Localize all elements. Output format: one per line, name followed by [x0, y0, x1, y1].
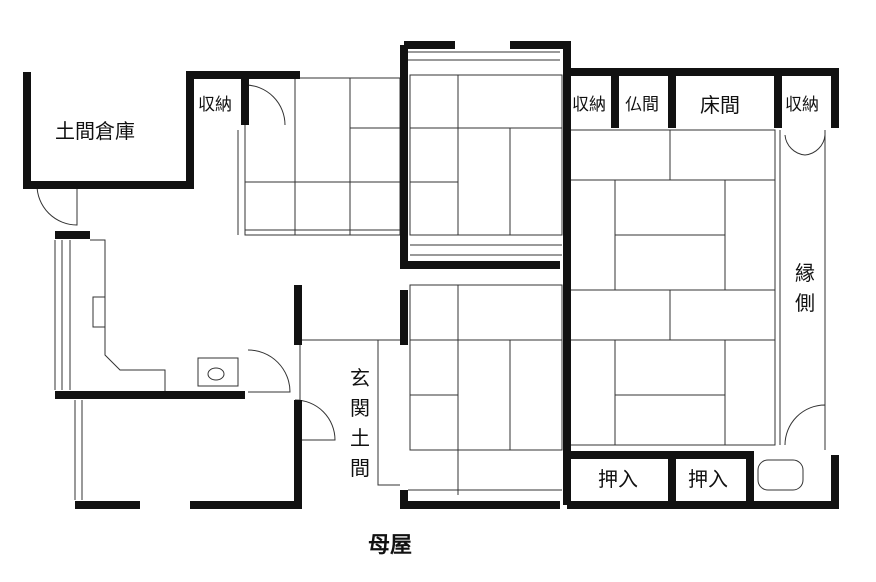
- room-label-butsuma: 仏間: [625, 95, 659, 115]
- room-label-engawa-2: 側: [795, 291, 815, 315]
- room-label-genkan-2: 関: [350, 396, 370, 420]
- room-label-genkan-1: 玄: [350, 366, 370, 390]
- room-label-shuno-right1: 収納: [572, 95, 606, 115]
- room-label-genkan-4: 間: [350, 456, 370, 480]
- room-label-shuno-right2: 収納: [785, 95, 819, 115]
- room-label-tokonoma: 床間: [700, 93, 740, 117]
- thin-lines: [54, 51, 826, 500]
- plan-title: 母屋: [368, 533, 412, 558]
- room-label-engawa-1: 縁: [795, 261, 815, 285]
- room-label-shuno-left: 収納: [198, 95, 232, 115]
- room-label-genkan-3: 土: [350, 426, 370, 450]
- room-label-oshiire2: 押入: [688, 467, 728, 491]
- room-label-oshiire1: 押入: [598, 467, 638, 491]
- walls: [23, 41, 839, 509]
- room-label-doma-souko: 土間倉庫: [55, 119, 135, 143]
